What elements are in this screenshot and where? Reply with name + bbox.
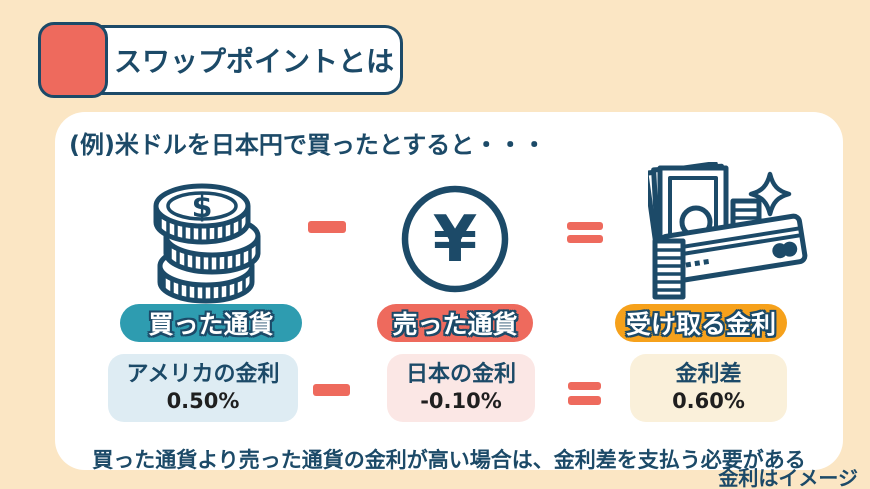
yen-symbol: ¥ [433, 203, 478, 277]
example-card: (例)米ドルを日本円で買ったとすると・・・ [55, 112, 843, 472]
note-text: 買った通貨より売った通貨の金利が高い場合は、金利差を支払う必要がある [92, 448, 806, 472]
minus-operator [313, 384, 350, 396]
rate-box-us: アメリカの金利 0.50% [108, 354, 298, 422]
disclaimer-text: 金利はイメージ [718, 466, 858, 489]
rate-value-japan: -0.10% [420, 388, 502, 413]
badge-sold-currency: 売った通貨 [377, 304, 533, 342]
minus-operator [308, 221, 346, 233]
example-heading: (例)米ドルを日本円で買ったとすると・・・ [69, 131, 547, 159]
equals-operator [568, 396, 601, 405]
equals-operator [568, 382, 601, 390]
sparkle-icon [748, 171, 792, 217]
equals-operator [567, 222, 603, 230]
rate-label-us: アメリカの金利 [126, 362, 280, 388]
rate-label-difference: 金利差 [675, 362, 742, 388]
page-title: スワップポイントとは [114, 45, 395, 78]
yen-circle-icon: ¥ [401, 185, 509, 293]
badge-bought-currency: 買った通貨 [120, 304, 302, 342]
equals-operator [567, 235, 603, 243]
money-interest-icon [648, 162, 808, 300]
rate-value-us: 0.50% [166, 388, 240, 413]
badge-received-interest: 受け取る金利 [615, 304, 787, 342]
dollar-symbol: $ [192, 190, 213, 225]
dollar-coin-stack-icon: $ [153, 183, 261, 304]
title-accent-square [38, 22, 108, 98]
rate-value-difference: 0.60% [672, 388, 745, 413]
rate-label-japan: 日本の金利 [405, 362, 516, 388]
rate-box-difference: 金利差 0.60% [630, 354, 787, 422]
title-box: スワップポイントとは [38, 22, 403, 98]
rate-box-japan: 日本の金利 -0.10% [387, 354, 535, 422]
